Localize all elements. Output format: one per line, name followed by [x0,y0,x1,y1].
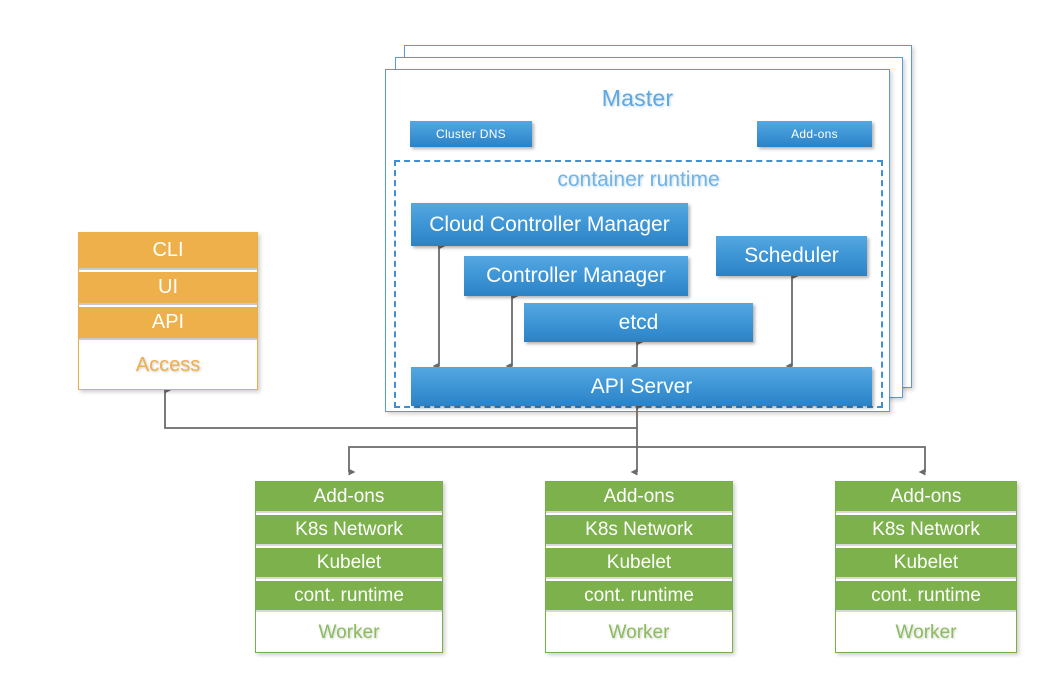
worker-2-label: Worker [608,622,670,643]
worker-2-row-kubelet[interactable]: Kubelet [546,548,732,579]
worker-1-row-addons[interactable]: Add-ons [256,482,442,513]
cloud-controller-manager-box[interactable]: Cloud Controller Manager [411,203,688,246]
master-addons-box[interactable]: Add-ons [757,121,872,147]
access-row-ui[interactable]: UI [79,272,257,305]
worker-3-row-cont-runtime[interactable]: cont. runtime [836,581,1016,612]
worker-3-row-addons[interactable]: Add-ons [836,482,1016,513]
worker-1-row-kubelet[interactable]: Kubelet [256,548,442,579]
worker-1-row-k8s-network[interactable]: K8s Network [256,515,442,546]
access-label: Access [135,354,201,376]
worker-2-row-k8s-network[interactable]: K8s Network [546,515,732,546]
container-runtime-title: container runtime [557,168,720,191]
worker-1-label: Worker [318,622,380,643]
worker-3-label: Worker [895,622,957,643]
cluster-dns-box[interactable]: Cluster DNS [410,121,532,147]
access-row-api[interactable]: API [79,307,257,340]
worker-3-row-kubelet[interactable]: Kubelet [836,548,1016,579]
worker-1-row-cont-runtime[interactable]: cont. runtime [256,581,442,612]
worker-2-row-addons[interactable]: Add-ons [546,482,732,513]
api-server-box[interactable]: API Server [411,367,872,406]
scheduler-box[interactable]: Scheduler [716,236,867,276]
access-row-cli[interactable]: CLI [79,233,257,270]
worker-3-row-k8s-network[interactable]: K8s Network [836,515,1016,546]
worker-2-row-cont-runtime[interactable]: cont. runtime [546,581,732,612]
etcd-box[interactable]: etcd [524,303,753,342]
master-title: Master [601,85,674,111]
controller-manager-box[interactable]: Controller Manager [464,256,688,296]
